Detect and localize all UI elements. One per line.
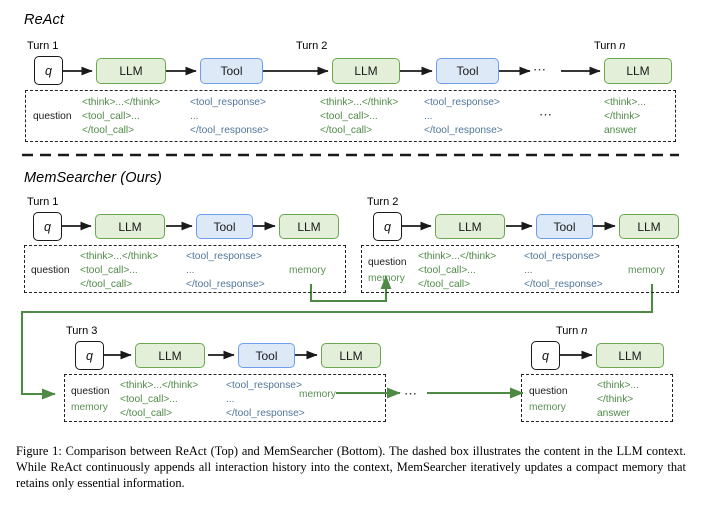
mem-t2-node-q[interactable]: q: [373, 212, 402, 241]
mem-tn-ctx-think-open: <think>...: [597, 380, 639, 391]
mem-t1-ctx-toolcall-open: <tool_call>...: [80, 265, 138, 276]
mem-t2-ctx-toolcall-open: <tool_call>...: [418, 265, 476, 276]
mem-t1-ctx-toolresp-mid: ...: [186, 265, 195, 276]
mem-t1-node-q[interactable]: q: [33, 212, 62, 241]
mem-turn-label-2: Turn 2: [367, 196, 399, 208]
figure-caption: Figure 1: Comparison between ReAct (Top)…: [16, 444, 686, 491]
react-ctx-toolcall-open-2: <tool_call>...: [320, 111, 378, 122]
mem-turn-label-n: Turn n: [556, 325, 587, 337]
mem-t2-ctx-toolresp-open: <tool_response>: [524, 251, 600, 262]
mem-t1-ctx-toolresp-close: </tool_response>: [186, 279, 265, 290]
mem-turn-label-3: Turn 3: [66, 325, 98, 337]
react-flow-ellipsis: ⋯: [533, 62, 548, 77]
mem-t2-ctx-toolresp-close: </tool_response>: [524, 279, 603, 290]
react-ctx-toolresp-mid-1: ...: [190, 111, 199, 122]
mem-t1-memory-output: memory: [289, 265, 326, 276]
mem-t1-ctx-question: question: [31, 265, 70, 276]
react-ctx-toolresp-mid-2: ...: [424, 111, 433, 122]
mem-t2-ctx-toolresp-mid: ...: [524, 265, 533, 276]
react-node-tool-1[interactable]: Tool: [200, 58, 263, 84]
react-ctx-toolresp-close-2: </tool_response>: [424, 125, 503, 136]
mem-t3-node-tool[interactable]: Tool: [238, 343, 295, 368]
mem-t3-node-q[interactable]: q: [75, 341, 104, 370]
react-ctx-think-1: <think>...</think>: [82, 97, 161, 108]
mem-t1-node-tool[interactable]: Tool: [196, 214, 253, 239]
react-turn-label-1: Turn 1: [27, 40, 59, 52]
mem-turn-n-index: n: [581, 325, 588, 337]
mem-t2-ctx-question: question: [368, 257, 407, 268]
mem-t1-node-llm-2[interactable]: LLM: [279, 214, 339, 239]
react-turn-n-prefix: Turn: [594, 40, 620, 52]
mem-t1-ctx-toolcall-close: </tool_call>: [80, 279, 133, 290]
mem-t3-ctx-toolcall-close: </tool_call>: [120, 408, 173, 419]
mem-tn-context-box: [521, 374, 673, 422]
react-ctx-question: question: [33, 111, 72, 122]
react-node-llm-1[interactable]: LLM: [96, 58, 166, 84]
react-ctx-answer-n: answer: [604, 125, 637, 136]
mem-t2-memory-output: memory: [628, 265, 665, 276]
mem-t1-node-llm-1[interactable]: LLM: [95, 214, 165, 239]
mem-t2-node-llm-2[interactable]: LLM: [619, 214, 679, 239]
mem-t3-ctx-think: <think>...</think>: [120, 380, 199, 391]
mem-bottom-ellipsis: ⋯: [404, 386, 419, 401]
mem-tn-node-q[interactable]: q: [531, 341, 560, 370]
mem-t2-ctx-memory-in: memory: [368, 273, 405, 284]
mem-t2-node-llm-1[interactable]: LLM: [435, 214, 505, 239]
mem-t1-context-box: [24, 245, 346, 293]
mem-t3-ctx-toolresp-mid: ...: [226, 394, 235, 405]
section-title-react: ReAct: [24, 12, 64, 28]
react-node-llm-2[interactable]: LLM: [332, 58, 400, 84]
mem-t3-ctx-memory-in: memory: [71, 402, 108, 413]
react-ctx-toolresp-close-1: </tool_response>: [190, 125, 269, 136]
react-ctx-toolcall-close-2: </tool_call>: [320, 125, 373, 136]
mem-tn-ctx-answer: answer: [597, 408, 630, 419]
react-context-box: [25, 90, 676, 142]
react-ctx-toolresp-open-1: <tool_response>: [190, 97, 266, 108]
section-title-memsearcher: MemSearcher (Ours): [24, 170, 162, 186]
react-node-q[interactable]: q: [34, 56, 63, 85]
mem-t3-ctx-question: question: [71, 386, 110, 397]
mem-t2-node-tool[interactable]: Tool: [536, 214, 593, 239]
mem-tn-ctx-think-close: </think>: [597, 394, 634, 405]
react-ctx-think-open-n: <think>...: [604, 97, 646, 108]
react-ctx-ellipsis: ⋯: [539, 107, 554, 122]
mem-t3-ctx-toolresp-open: <tool_response>: [226, 380, 302, 391]
react-ctx-think-2: <think>...</think>: [320, 97, 399, 108]
react-ctx-toolcall-open-1: <tool_call>...: [82, 111, 140, 122]
mem-t3-memory-output: memory: [299, 389, 336, 400]
react-turn-label-n: Turn n: [594, 40, 625, 52]
mem-t3-ctx-toolcall-open: <tool_call>...: [120, 394, 178, 405]
mem-tn-ctx-memory-in: memory: [529, 402, 566, 413]
mem-t1-ctx-think: <think>...</think>: [80, 251, 159, 262]
mem-t1-ctx-toolresp-open: <tool_response>: [186, 251, 262, 262]
react-turn-label-2: Turn 2: [296, 40, 328, 52]
mem-t3-node-llm-2[interactable]: LLM: [321, 343, 381, 368]
react-turn-n-index: n: [619, 40, 626, 52]
react-ctx-toolresp-open-2: <tool_response>: [424, 97, 500, 108]
mem-t2-ctx-think: <think>...</think>: [418, 251, 497, 262]
mem-turn-n-prefix: Turn: [556, 325, 582, 337]
mem-t2-ctx-toolcall-close: </tool_call>: [418, 279, 471, 290]
react-node-llm-n[interactable]: LLM: [604, 58, 672, 84]
mem-tn-node-llm[interactable]: LLM: [596, 343, 664, 368]
mem-t3-ctx-toolresp-close: </tool_response>: [226, 408, 305, 419]
mem-t2-context-box: [361, 245, 679, 293]
react-node-tool-2[interactable]: Tool: [436, 58, 499, 84]
mem-turn-label-1: Turn 1: [27, 196, 59, 208]
mem-tn-ctx-question: question: [529, 386, 568, 397]
react-ctx-think-close-n: </think>: [604, 111, 641, 122]
mem-t3-node-llm-1[interactable]: LLM: [135, 343, 205, 368]
react-ctx-toolcall-close-1: </tool_call>: [82, 125, 135, 136]
mem-t3-context-box: [64, 374, 386, 422]
